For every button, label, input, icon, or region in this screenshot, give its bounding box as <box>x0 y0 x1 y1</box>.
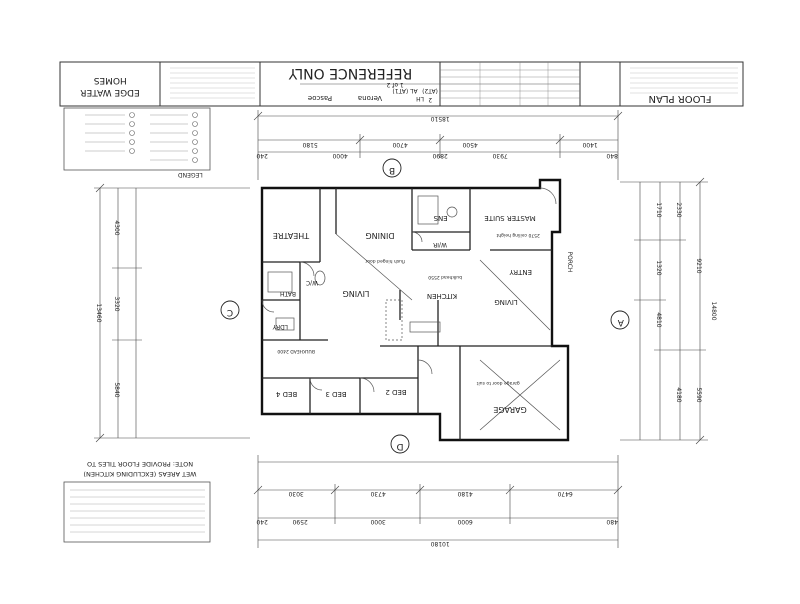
facade-name: Pascoe <box>308 94 332 102</box>
dim-right-1: 9210 <box>695 258 702 273</box>
dim-bottom2-4: 6000 <box>457 518 472 525</box>
room-bed3: BED 3 <box>325 390 346 398</box>
dining-note: flush hinged door <box>365 258 405 264</box>
marker-a: A <box>617 317 624 327</box>
dim-top2-5: 840 <box>606 152 618 159</box>
room-theatre: THEATRE <box>273 231 310 240</box>
room-master-suite: MASTER SUITE <box>484 214 535 222</box>
room-labels: THEATRE DINING ENS MASTER SUITE W/IR KIT… <box>272 214 573 414</box>
bath-hood-note: BULKHEAD 2400 <box>277 348 315 354</box>
revision-b-label: (AT2) <box>422 87 438 94</box>
dim-bottom2-2: 2590 <box>292 518 307 525</box>
dim-bottom2-5: 480 <box>606 518 618 525</box>
room-wir: W/IR <box>433 241 447 248</box>
dim-right-2: 5590 <box>695 387 702 402</box>
marker-d: D <box>397 441 404 451</box>
wet-area-note: NOTE: PROVIDE FLOOR TILES TO WET AREAS (… <box>83 460 196 478</box>
dim-bottom2-3: 3000 <box>370 518 385 525</box>
dim-right-overall: 14800 <box>710 301 717 320</box>
dim-bottom-overall: 10180 <box>430 540 449 547</box>
dim-left-2: 3320 <box>113 296 120 311</box>
room-garage: GARAGE <box>493 405 527 414</box>
dim-bottom-2: 4730 <box>370 490 385 497</box>
dim-top2-2: 4000 <box>332 152 347 159</box>
fixtures <box>261 187 561 431</box>
room-bath: BATH <box>280 290 296 297</box>
company-name: EDGE WATER <box>80 87 139 97</box>
room-dining: DINING <box>365 231 394 240</box>
internal-walls <box>262 188 552 440</box>
plan-notes: garage door to suit bulkhead 2550 flush … <box>277 232 540 386</box>
title-block: EDGE WATER HOMES REFERENCE ONLY FLOOR PL… <box>59 61 744 107</box>
dim-top-4: 1400 <box>582 141 597 148</box>
room-living-front: LIVING <box>494 298 517 306</box>
legend-title: LEGEND <box>178 171 203 178</box>
dim-bottom-4: 6470 <box>557 490 572 497</box>
room-porch: PORCH <box>566 252 573 273</box>
marker-c: C <box>227 307 233 317</box>
room-bed4: BED 4 <box>275 390 297 398</box>
marker-b: B <box>389 165 395 175</box>
room-wc: W/C <box>306 279 318 286</box>
dimension-lines <box>94 110 708 548</box>
section-marker-labels: A B C D <box>227 165 624 451</box>
legend: LEGEND <box>63 107 211 178</box>
room-ldry: LDRY <box>272 323 288 330</box>
room-bed2: BED 2 <box>385 388 406 396</box>
dim-left-overall: 13460 <box>95 303 102 322</box>
room-living-main: LIVING <box>343 289 370 298</box>
dim-top2-4: 7930 <box>492 152 507 159</box>
dim-right-3: 4180 <box>675 387 682 402</box>
company-sub: HOMES <box>93 75 126 85</box>
garage-note: garage door to suit <box>476 380 519 386</box>
reference-stamp: REFERENCE ONLY <box>288 65 412 81</box>
dim-top2-3: 2890 <box>432 152 447 159</box>
ceiling-note: 2570 ceiling height <box>496 232 540 238</box>
dim-right2-4: 4810 <box>655 312 662 327</box>
revision-label: AL (AT1) <box>392 87 417 94</box>
dim-top-1: 4500 <box>462 141 477 148</box>
sheet-number: 2 <box>428 96 432 103</box>
dim-left-1: 4300 <box>113 220 120 235</box>
room-kitchen: KITCHEN <box>427 292 457 300</box>
drawing-title: FLOOR PLAN <box>649 93 712 104</box>
dim-top2-1: 240 <box>256 152 268 159</box>
dim-bottom-3: 4180 <box>457 490 472 497</box>
section-markers <box>220 158 630 454</box>
dim-left-3: 5840 <box>113 382 120 397</box>
house-name: Verona <box>358 94 382 102</box>
sheet-of: 1 of 2 <box>386 81 403 88</box>
dimension-ticks <box>95 111 705 495</box>
wet-area-note-line2: WET AREAS (EXCLUDING KITCHEN) <box>83 470 196 478</box>
dim-top-2: 4700 <box>392 141 407 148</box>
dim-right2-1: 2330 <box>675 202 682 217</box>
hand-label: LH <box>416 95 424 102</box>
dim-right2-3: 1320 <box>655 260 662 275</box>
dim-top-overall: 18510 <box>430 115 449 122</box>
dim-bottom2-1: 240 <box>256 518 268 525</box>
bottom-left-box <box>63 481 211 543</box>
kitchen-note: bulkhead 2550 <box>428 274 462 280</box>
dim-bottom-1: 3030 <box>288 490 303 497</box>
wet-area-note-line1: NOTE: PROVIDE FLOOR TILES TO <box>87 460 193 468</box>
room-entry: ENTRY <box>509 268 532 276</box>
dimension-text: 18510 4500 4700 5180 1400 240 4000 2890 … <box>95 115 717 547</box>
dim-top-3: 5180 <box>302 141 317 148</box>
room-ens: ENS <box>433 214 448 222</box>
dim-right2-2: 1710 <box>655 202 662 217</box>
